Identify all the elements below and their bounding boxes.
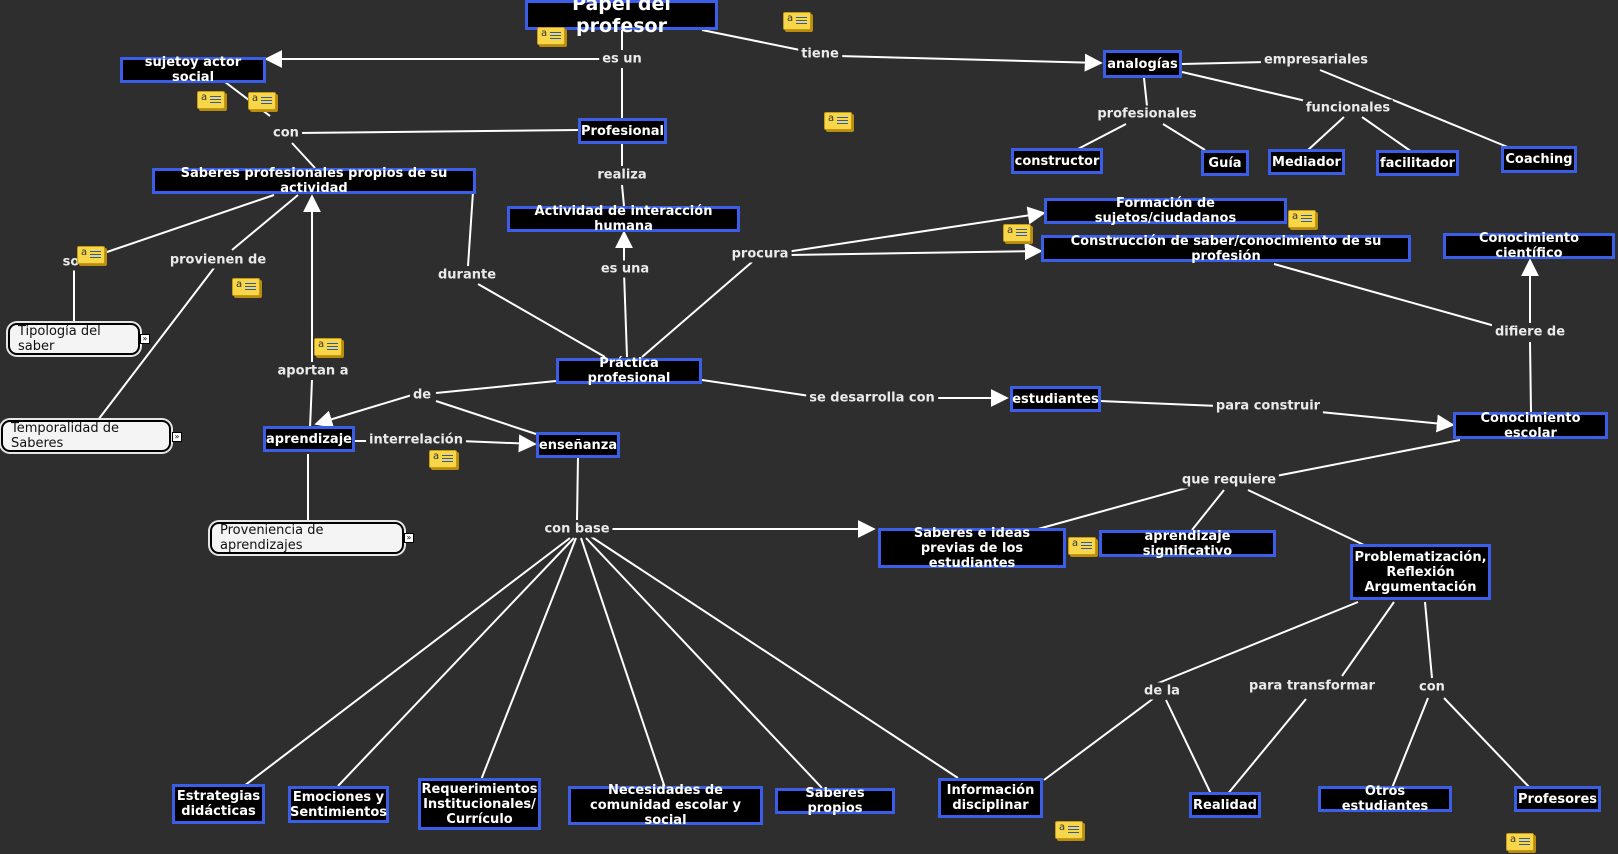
node-emociones[interactable]: Emociones y Sentimientos bbox=[288, 786, 389, 823]
node-conocimiento-cientifico[interactable]: Conocimiento científico bbox=[1443, 231, 1615, 261]
link-interrelacion: interrelación bbox=[366, 431, 466, 449]
node-coaching[interactable]: Coaching bbox=[1501, 146, 1577, 173]
node-aprendizaje[interactable]: aprendizaje bbox=[263, 426, 355, 452]
node-informacion-disciplinar[interactable]: Información disciplinar bbox=[938, 778, 1043, 818]
note-icon[interactable] bbox=[783, 12, 811, 30]
note-icon[interactable] bbox=[1506, 833, 1534, 851]
node-actividad-interaccion[interactable]: Actividad de interacción humana bbox=[507, 204, 740, 234]
expand-arrow-icon[interactable]: » bbox=[404, 533, 414, 543]
note-icon[interactable] bbox=[1288, 210, 1316, 228]
node-necesidades[interactable]: Necesidades de comunidad escolar y socia… bbox=[568, 783, 763, 828]
link-con: con bbox=[270, 124, 302, 142]
node-practica-profesional[interactable]: Práctica profesional bbox=[556, 356, 702, 386]
node-facilitador[interactable]: facilitador bbox=[1376, 150, 1459, 176]
note-icon[interactable] bbox=[1068, 537, 1096, 555]
note-icon[interactable] bbox=[77, 246, 105, 264]
node-otros-estudiantes[interactable]: Otros estudiantes bbox=[1318, 784, 1452, 814]
node-estrategias-didacticas[interactable]: Estrategias didácticas bbox=[172, 784, 265, 824]
node-realidad[interactable]: Realidad bbox=[1189, 792, 1261, 818]
ref-temporalidad-de-saberes[interactable]: Temporalidad de Saberes bbox=[1, 420, 171, 452]
link-tiene: tiene bbox=[798, 45, 842, 63]
node-mediador[interactable]: Mediador bbox=[1268, 149, 1345, 175]
note-icon[interactable] bbox=[1055, 821, 1083, 839]
ref-proveniencia-de-aprendizajes[interactable]: Proveniencia de aprendizajes bbox=[210, 522, 404, 554]
link-con-2: con bbox=[1416, 678, 1448, 696]
node-analogias[interactable]: analogías bbox=[1103, 50, 1182, 78]
link-es-una: es una bbox=[597, 260, 653, 278]
node-problematizacion[interactable]: Problematización, Reflexión Argumentació… bbox=[1350, 544, 1491, 600]
link-para-transformar: para transformar bbox=[1246, 677, 1378, 695]
expand-arrow-icon[interactable]: » bbox=[140, 334, 150, 344]
link-para-construir: para construir bbox=[1212, 397, 1324, 415]
note-icon[interactable] bbox=[429, 450, 457, 468]
node-conocimiento-escolar[interactable]: Conocimiento escolar bbox=[1453, 411, 1608, 441]
link-empresariales: empresariales bbox=[1260, 51, 1372, 69]
expand-arrow-icon[interactable]: » bbox=[172, 432, 182, 442]
note-icon[interactable] bbox=[197, 91, 225, 109]
node-requerimientos[interactable]: Requerimientos Institucionales/ Currícul… bbox=[418, 778, 541, 830]
node-guia[interactable]: Guía bbox=[1201, 150, 1249, 176]
note-icon[interactable] bbox=[1003, 224, 1031, 242]
node-saberes-previos[interactable]: Saberes e ideas previas de los estudiant… bbox=[878, 526, 1066, 571]
link-de-la: de la bbox=[1141, 682, 1183, 700]
ref-tipologia-del-saber[interactable]: Tipología del saber bbox=[8, 323, 140, 355]
node-saberes-propios[interactable]: Saberes propios bbox=[775, 786, 895, 816]
link-procura: procura bbox=[728, 245, 792, 263]
link-funcionales: funcionales bbox=[1302, 99, 1394, 117]
link-provienen-de: provienen de bbox=[166, 251, 270, 269]
link-es-un: es un bbox=[599, 50, 645, 68]
node-aprendizaje-significativo[interactable]: aprendizaje significativo bbox=[1099, 529, 1276, 559]
ref-label: Proveniencia de aprendizajes bbox=[220, 523, 324, 553]
link-profesionales: profesionales bbox=[1094, 105, 1200, 123]
link-de: de bbox=[409, 386, 435, 404]
node-ensenanza[interactable]: enseñanza bbox=[536, 432, 620, 458]
note-icon[interactable] bbox=[537, 27, 565, 45]
link-difiere-de: difiere de bbox=[1491, 323, 1569, 341]
node-papel-del-profesor[interactable]: Papel del profesor bbox=[525, 0, 718, 37]
link-se-desarrolla-con: se desarrolla con bbox=[806, 389, 938, 407]
note-icon[interactable] bbox=[232, 278, 260, 296]
node-saberes-profesionales[interactable]: Saberes profesionales propios de su acti… bbox=[152, 166, 476, 196]
node-constructor[interactable]: constructor bbox=[1011, 148, 1103, 174]
link-que-requiere: que requiere bbox=[1178, 471, 1280, 489]
link-aportan-a: aportan a bbox=[274, 362, 352, 380]
node-construccion-saber[interactable]: Construcción de saber/conocimiento de su… bbox=[1041, 234, 1411, 264]
note-icon[interactable] bbox=[824, 112, 852, 130]
node-profesional[interactable]: Profesional bbox=[578, 118, 667, 144]
node-formacion-sujetos[interactable]: Formación de sujetos/ciudadanos bbox=[1044, 196, 1287, 226]
link-durante: durante bbox=[434, 266, 500, 284]
link-realiza: realiza bbox=[594, 166, 650, 184]
ref-label: Tipología del saber bbox=[18, 324, 101, 354]
node-estudiantes[interactable]: estudiantes bbox=[1010, 386, 1101, 412]
node-profesores[interactable]: Profesores bbox=[1514, 786, 1601, 812]
note-icon[interactable] bbox=[314, 338, 342, 356]
link-con-base: con base bbox=[541, 520, 613, 538]
ref-label: Temporalidad de Saberes bbox=[11, 421, 119, 451]
node-sujeto-actor-social[interactable]: sujetoy actor social bbox=[120, 55, 266, 85]
note-icon[interactable] bbox=[248, 92, 276, 110]
